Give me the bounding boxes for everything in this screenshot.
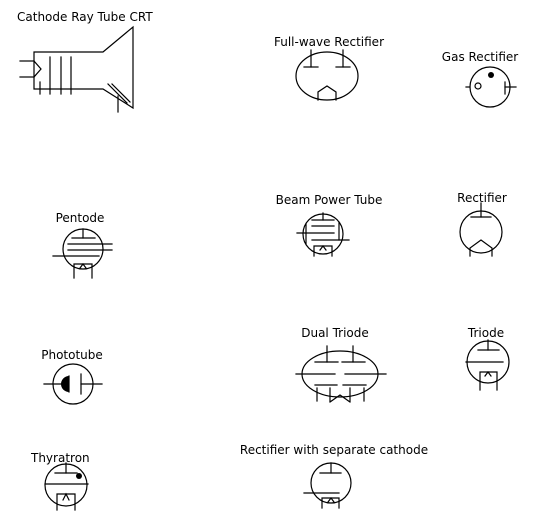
dual-triode-symbol <box>295 345 387 403</box>
label-rectifier: Rectifier <box>457 191 507 205</box>
full-wave-rectifier-symbol <box>295 49 359 101</box>
label-thyratron: Thyratron <box>31 451 90 465</box>
rectifier-symbol <box>459 202 503 257</box>
phototube-symbol <box>43 363 103 405</box>
crt-symbol <box>19 25 134 113</box>
label-gas-rectifier: Gas Rectifier <box>441 50 519 64</box>
gas-rectifier-symbol <box>465 66 517 108</box>
label-crt: Cathode Ray Tube CRT <box>17 10 153 24</box>
rectifier-separate-cathode-symbol <box>303 462 352 509</box>
beam-power-tube-symbol <box>296 212 350 257</box>
pentode-symbol <box>52 228 113 279</box>
triode-symbol <box>465 339 510 391</box>
thyratron-symbol <box>44 462 89 511</box>
label-dual-triode: Dual Triode <box>301 326 369 340</box>
label-beam-power-tube: Beam Power Tube <box>275 193 383 207</box>
label-full-wave-rectifier: Full-wave Rectifier <box>273 35 385 49</box>
label-phototube: Phototube <box>41 348 103 362</box>
label-pentode: Pentode <box>55 211 105 225</box>
label-triode: Triode <box>467 326 505 340</box>
label-rectifier-separate-cathode: Rectifier with separate cathode <box>239 443 429 457</box>
